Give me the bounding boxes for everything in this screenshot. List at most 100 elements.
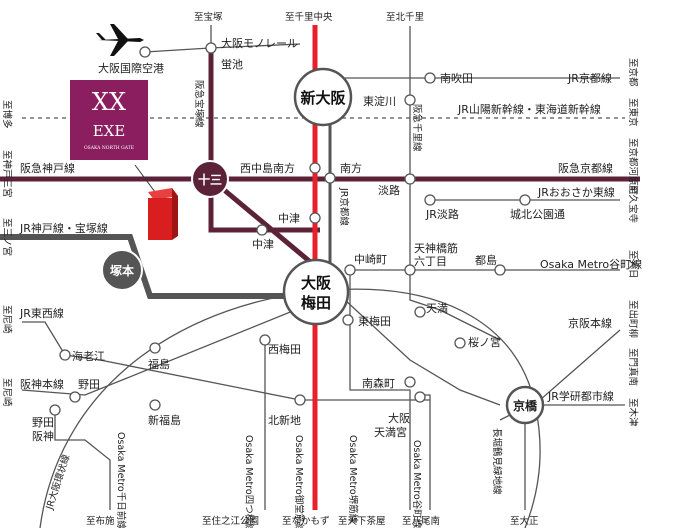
svg-text:至北千里: 至北千里: [386, 12, 424, 23]
svg-text:海老江: 海老江: [72, 349, 105, 363]
hub-tsukamoto: 塚本: [101, 249, 143, 291]
exe-logo-box: [70, 80, 148, 160]
exe-logo-brand: EXE: [93, 122, 126, 140]
svg-text:Osaka Metro谷町線: Osaka Metro谷町線: [540, 257, 642, 271]
svg-text:大阪: 大阪: [301, 274, 332, 292]
svg-text:大阪モノレール: 大阪モノレール: [221, 36, 298, 50]
svg-text:天満: 天満: [426, 302, 448, 315]
svg-text:南方: 南方: [340, 161, 362, 175]
svg-text:至京都: 至京都: [627, 58, 639, 87]
svg-text:大阪国際空港: 大阪国際空港: [98, 61, 164, 75]
svg-text:至京都河原町: 至京都河原町: [627, 138, 639, 196]
station-labels: 大阪国際空港 大阪モノレール 蛍池 南吹田 東淀川 西中島南方 南方 淡路 JR…: [32, 36, 565, 443]
svg-text:至住之江公園: 至住之江公園: [202, 515, 259, 527]
svg-text:至八尾南: 至八尾南: [402, 515, 440, 527]
svg-text:野田: 野田: [32, 416, 54, 429]
svg-text:東梅田: 東梅田: [358, 314, 391, 328]
svg-text:新大阪: 新大阪: [300, 89, 346, 107]
exe-building-icon: [148, 188, 178, 240]
hub-umeda: 大阪 梅田: [282, 258, 350, 326]
svg-text:京橋: 京橋: [513, 398, 538, 413]
svg-text:至大日: 至大日: [627, 250, 639, 279]
svg-text:天神橋筋: 天神橋筋: [414, 241, 458, 255]
exe-logo: ⅩⅩ EXE OSAKA NORTH GATE: [70, 80, 148, 160]
svg-text:野田: 野田: [78, 378, 100, 391]
svg-text:至三ノ宮: 至三ノ宮: [1, 218, 13, 256]
sennichimae-line: [54, 410, 111, 510]
station-dots: [49, 42, 531, 416]
exe-pointer-line: [134, 164, 156, 193]
svg-text:阪神: 阪神: [32, 429, 54, 443]
svg-text:南吹田: 南吹田: [440, 72, 473, 85]
svg-text:JR京都線: JR京都線: [567, 71, 612, 85]
svg-text:JRおおさか東線: JRおおさか東線: [537, 185, 615, 199]
svg-text:中津: 中津: [278, 212, 300, 225]
svg-text:JR山陽新幹線・東海道新幹線: JR山陽新幹線・東海道新幹線: [457, 102, 601, 116]
svg-text:Osaka Metro堺筋線: Osaka Metro堺筋線: [347, 435, 359, 524]
svg-text:至千里中央: 至千里中央: [285, 11, 333, 23]
svg-text:桜ノ宮: 桜ノ宮: [468, 335, 501, 349]
svg-text:至出町柳: 至出町柳: [627, 300, 639, 338]
svg-text:阪急千里線: 阪急千里線: [411, 104, 423, 152]
svg-text:北新地: 北新地: [268, 413, 301, 427]
svg-text:南森町: 南森町: [362, 376, 395, 390]
svg-text:至門真南: 至門真南: [627, 348, 639, 386]
svg-text:六丁目: 六丁目: [414, 255, 447, 268]
svg-text:塚本: 塚本: [110, 263, 134, 278]
svg-text:至大正: 至大正: [510, 515, 539, 527]
svg-text:蛍池: 蛍池: [221, 57, 243, 71]
svg-text:Osaka Metro谷町線: Osaka Metro谷町線: [411, 440, 423, 528]
svg-text:Osaka Metro千日前線: Osaka Metro千日前線: [115, 432, 127, 528]
exe-logo-sub: OSAKA NORTH GATE: [84, 145, 134, 151]
svg-text:淡路: 淡路: [378, 184, 400, 197]
svg-text:Osaka Metro四つ橋線: Osaka Metro四つ橋線: [243, 435, 255, 528]
svg-text:至東京: 至東京: [627, 98, 639, 127]
svg-text:大阪: 大阪: [388, 411, 410, 425]
svg-text:阪急京都線: 阪急京都線: [558, 161, 613, 175]
svg-text:JR学研都市線: JR学研都市線: [547, 389, 614, 403]
svg-text:中津: 中津: [252, 238, 274, 251]
exe-logo-mark: ⅩⅩ: [92, 88, 126, 116]
svg-text:阪急神戸線: 阪急神戸線: [20, 161, 75, 175]
svg-text:JR神戸線・宝塚線: JR神戸線・宝塚線: [19, 221, 108, 235]
svg-text:都島: 都島: [475, 253, 497, 267]
svg-text:天満宮: 天満宮: [374, 425, 407, 439]
svg-text:京阪本線: 京阪本線: [568, 316, 612, 330]
svg-text:JR京都線: JR京都線: [338, 187, 350, 226]
loop-line-arc: [39, 288, 541, 528]
svg-text:西梅田: 西梅田: [268, 342, 301, 356]
svg-text:JR東西線: JR東西線: [19, 306, 64, 320]
svg-text:至宝塚: 至宝塚: [194, 11, 223, 23]
svg-text:至なかもず: 至なかもず: [282, 516, 330, 527]
svg-text:長堀鶴見緑地線: 長堀鶴見緑地線: [491, 428, 503, 495]
hub-juso: 十三: [191, 160, 229, 198]
tanimachi-line: [349, 270, 411, 510]
svg-text:城北公園通: 城北公園通: [510, 208, 565, 221]
hanshin-line: [21, 299, 321, 396]
destination-labels: 至宝塚 至千里中央 至北千里 至京都 至東京 至京都河原町 至久宝寺 至博多 至…: [1, 11, 639, 527]
svg-text:中崎町: 中崎町: [354, 252, 387, 266]
svg-text:十三: 十三: [198, 172, 222, 187]
svg-text:Osaka Metro御堂筋線: Osaka Metro御堂筋線: [293, 435, 305, 528]
hub-kyobashi: 京橋: [505, 385, 545, 425]
svg-text:阪神本線: 阪神本線: [20, 377, 64, 391]
svg-text:阪急宝塚線: 阪急宝塚線: [193, 80, 205, 128]
svg-text:至木津: 至木津: [627, 398, 639, 427]
hankyu-juso-umeda: [209, 177, 322, 272]
svg-text:梅田: 梅田: [301, 294, 331, 312]
svg-text:新福島: 新福島: [148, 413, 181, 427]
svg-text:東淀川: 東淀川: [363, 94, 396, 108]
svg-text:至尼崎: 至尼崎: [1, 305, 13, 334]
svg-text:至久宝寺: 至久宝寺: [627, 185, 639, 224]
svg-text:至天下茶屋: 至天下茶屋: [338, 515, 386, 527]
svg-text:至博多: 至博多: [1, 100, 13, 129]
svg-text:至神戸三宮: 至神戸三宮: [1, 150, 13, 198]
svg-text:JR淡路: JR淡路: [425, 208, 459, 221]
svg-text:福島: 福島: [148, 357, 170, 371]
svg-text:至尼崎: 至尼崎: [1, 378, 13, 407]
senri-line: [409, 26, 501, 341]
svg-text:至布施: 至布施: [86, 515, 115, 527]
svg-text:西中島南方: 西中島南方: [240, 161, 295, 175]
